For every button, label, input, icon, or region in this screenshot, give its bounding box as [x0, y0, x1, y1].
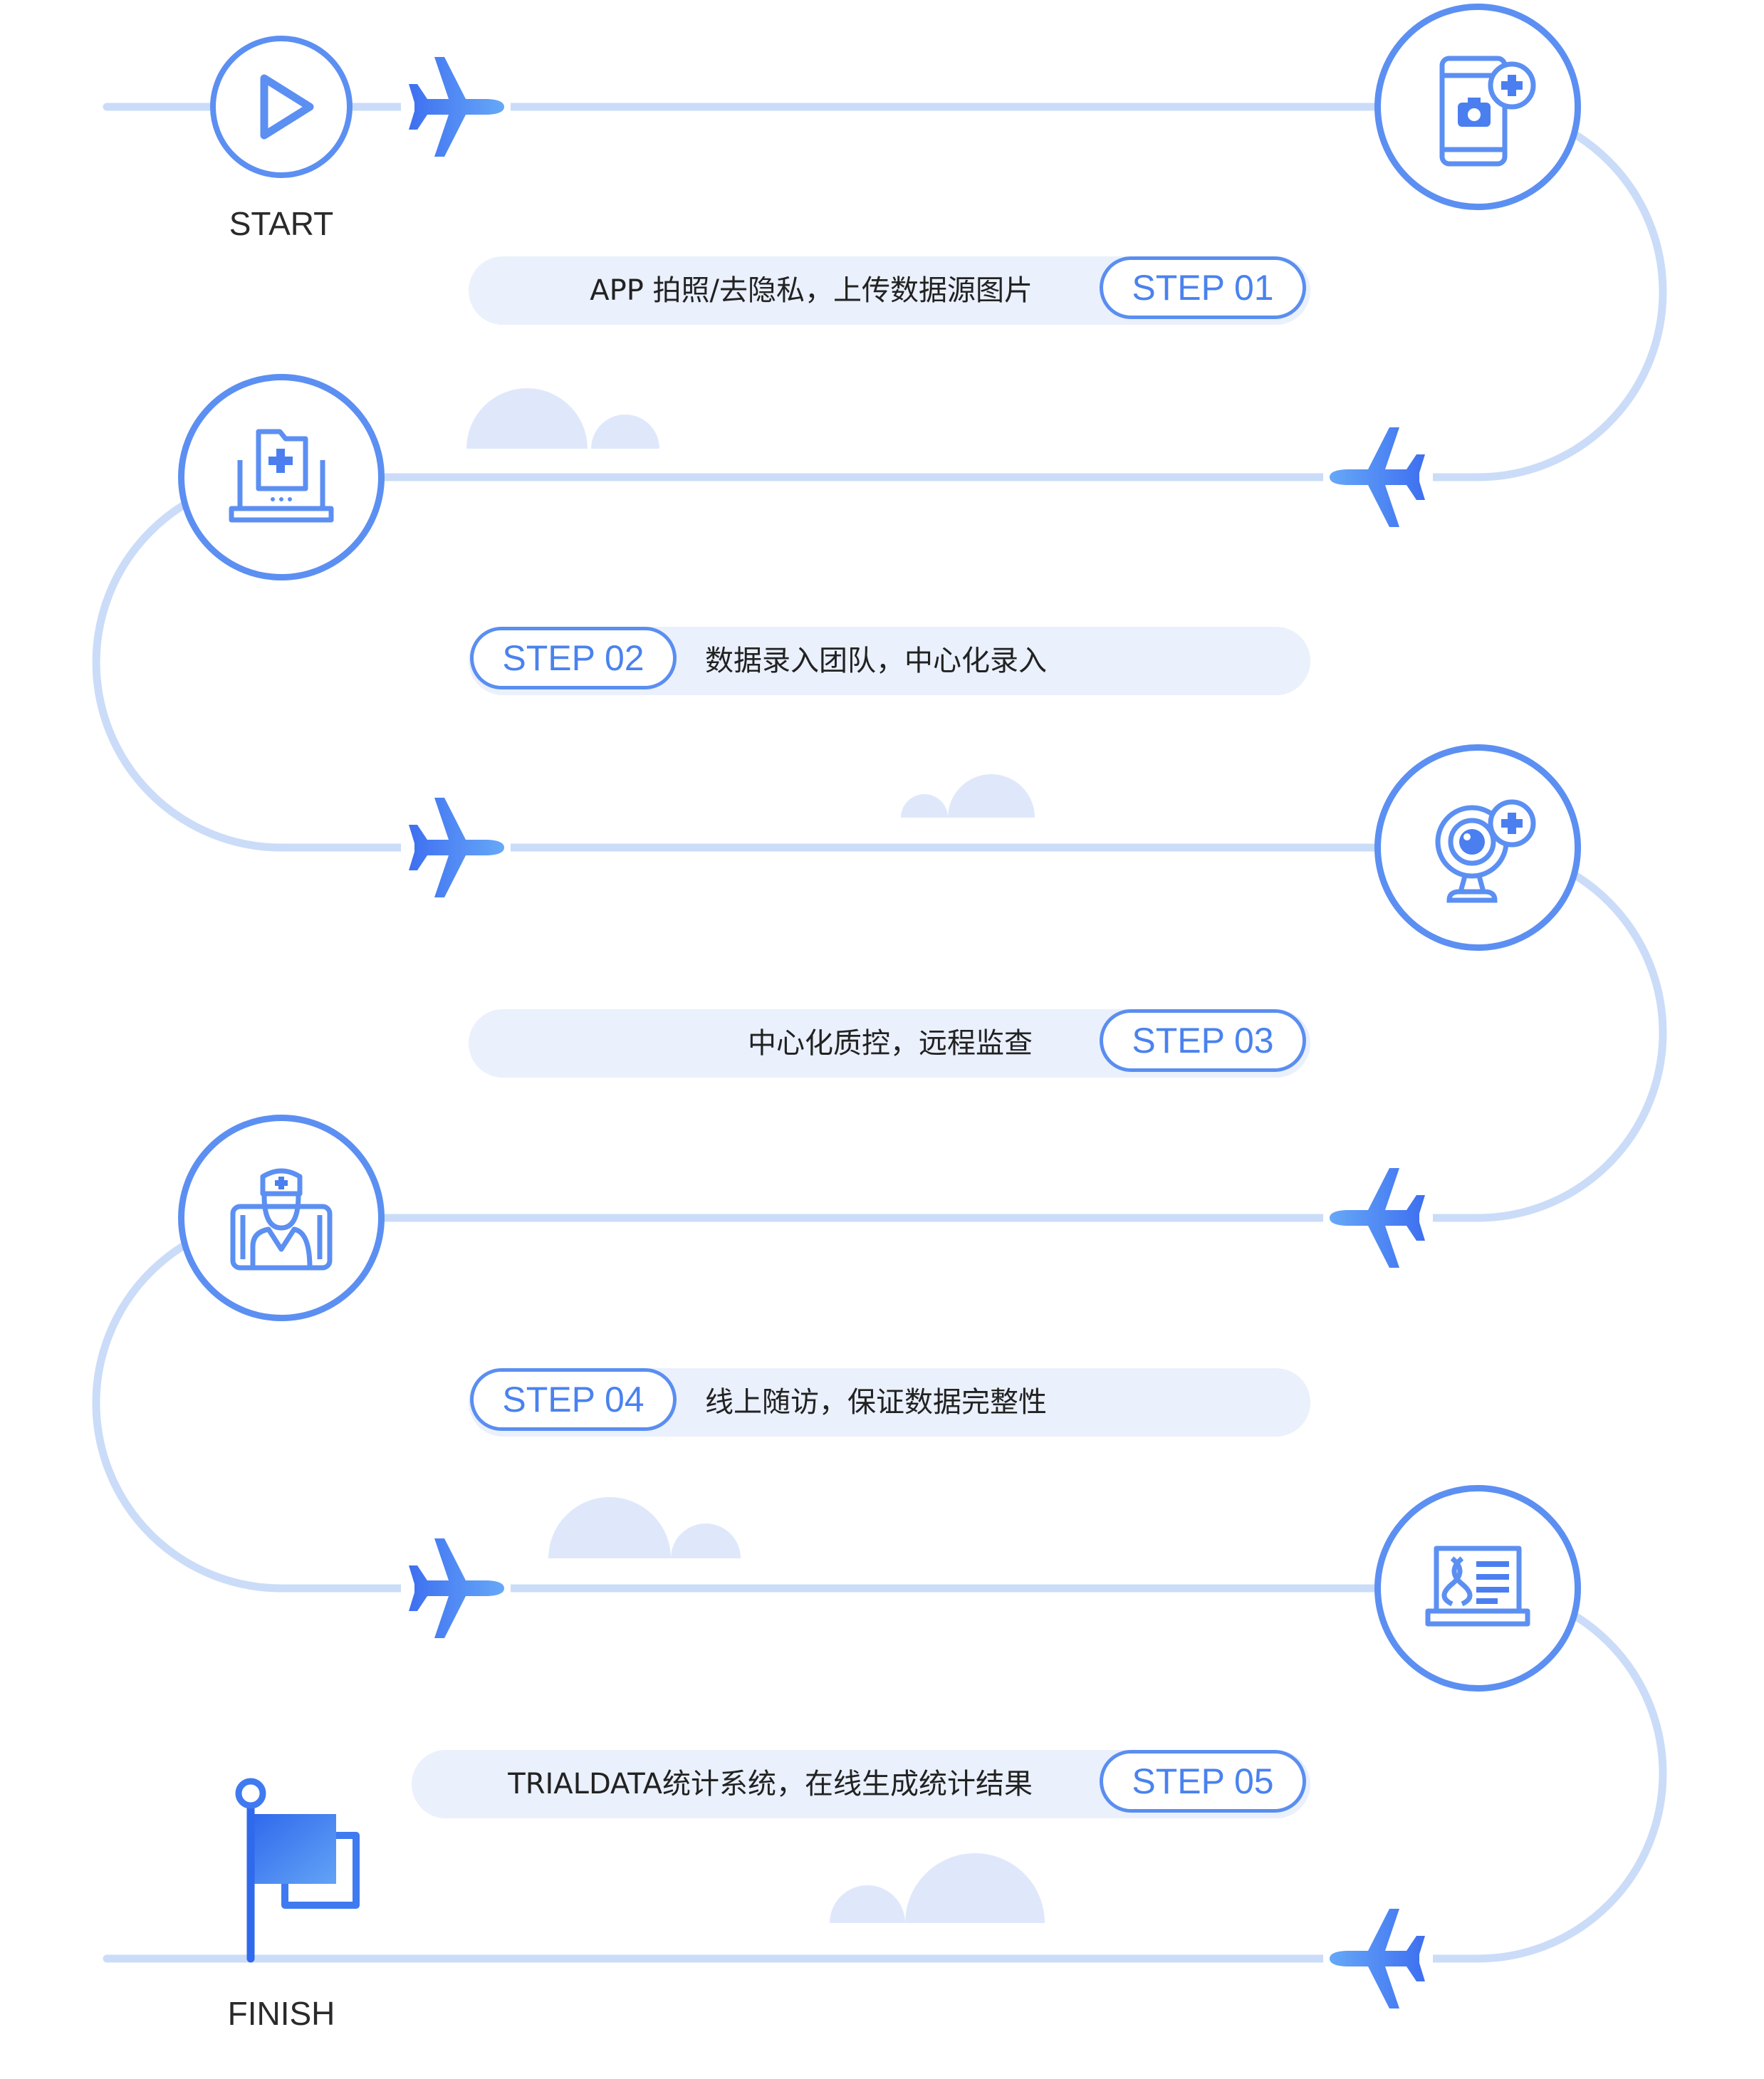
- finish-flag-icon: [235, 1778, 360, 1963]
- step-1-pill[interactable]: STEP 01: [1100, 256, 1306, 319]
- step-2-bar: STEP 02 数据录入团队，中心化录入: [469, 627, 1310, 695]
- cloud: [466, 388, 659, 449]
- airplane-icon: [1323, 1164, 1433, 1271]
- laptop-dna-report-icon: [1425, 1546, 1530, 1627]
- step-1-node[interactable]: [1374, 4, 1581, 210]
- airplane-icon: [401, 53, 511, 160]
- step-5-description: TRIALDATA统计系统，在线生成统计结果: [508, 1768, 1033, 1801]
- finish-label: FINISH: [227, 1995, 335, 2032]
- airplane-icon: [401, 1535, 511, 1642]
- airplane-icon: [1323, 424, 1433, 531]
- start-node[interactable]: [210, 36, 353, 178]
- step-3-bar: 中心化质控，远程监查 STEP 03: [469, 1009, 1310, 1078]
- step-1-description: APP 拍照/去隐私，上传数据源图片: [590, 274, 1033, 307]
- step-5-bar: TRIALDATA统计系统，在线生成统计结果 STEP 05: [412, 1750, 1310, 1818]
- step-4-bar: STEP 04 线上随访，保证数据完整性: [469, 1368, 1310, 1437]
- step-4-pill[interactable]: STEP 04: [470, 1368, 677, 1431]
- webcam-plus-icon: [1435, 799, 1536, 903]
- clouds: [466, 388, 1045, 1923]
- airplane-icon: [1323, 1905, 1433, 2012]
- step-1-bar: APP 拍照/去隐私，上传数据源图片 STEP 01: [469, 256, 1310, 325]
- step-4-description: 线上随访，保证数据完整性: [705, 1386, 1047, 1419]
- step-5-pill[interactable]: STEP 05: [1100, 1750, 1306, 1813]
- step-3-node[interactable]: [1374, 744, 1581, 951]
- cloud: [830, 1853, 1045, 1923]
- cloud: [548, 1497, 741, 1558]
- cloud: [901, 774, 1035, 818]
- step-2-node[interactable]: [178, 374, 385, 580]
- doctor-tablet-icon: [230, 1168, 333, 1271]
- play-icon: [260, 74, 314, 140]
- start-label: START: [229, 205, 334, 242]
- step-3-pill[interactable]: STEP 03: [1100, 1009, 1306, 1072]
- step-4-node[interactable]: [178, 1115, 385, 1321]
- step-2-description: 数据录入团队，中心化录入: [705, 645, 1047, 677]
- step-2-pill[interactable]: STEP 02: [470, 627, 677, 689]
- laptop-folder-plus-icon: [229, 429, 334, 523]
- airplane-icon: [401, 794, 511, 901]
- phone-camera-plus-icon: [1439, 56, 1536, 167]
- step-5-node[interactable]: [1374, 1485, 1581, 1692]
- step-3-description: 中心化质控，远程监查: [748, 1027, 1033, 1060]
